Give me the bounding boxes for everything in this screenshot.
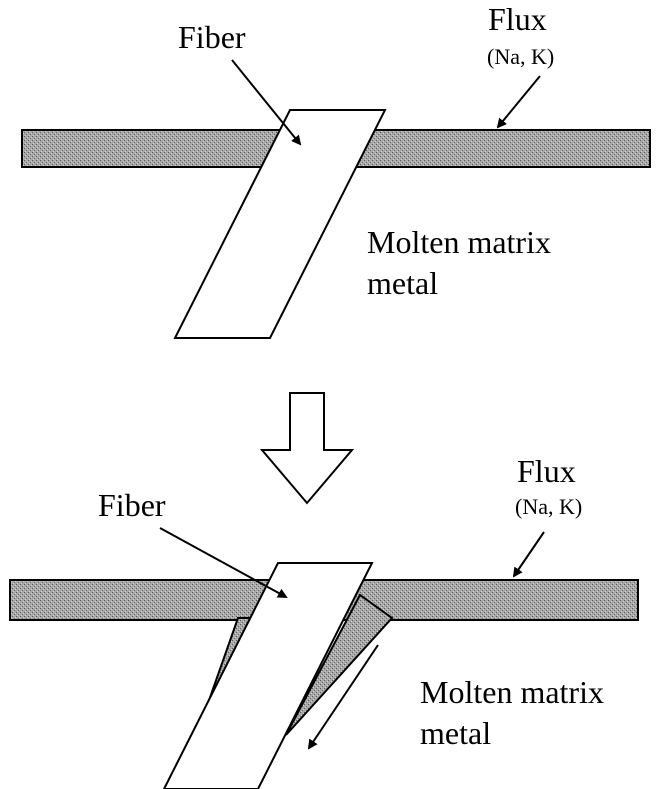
transition-down-arrow [259, 392, 355, 505]
slide-direction-arrow [307, 644, 379, 750]
flux-pointer-arrow [496, 75, 541, 129]
flux-pointer-arrow [512, 531, 545, 578]
flux-label: Flux [517, 453, 576, 489]
fiber-pointer-arrow [159, 527, 288, 598]
matrix-label-line1: Molten matrix [420, 674, 604, 710]
bottom-panel: Fiber Flux (Na, K) Molten matrix metal [9, 453, 639, 789]
fiber-pointer-arrow [231, 59, 302, 146]
top-panel: Fiber Flux (Na, K) Molten matrix metal [21, 1, 651, 339]
fiber [173, 109, 387, 339]
fiber-label: Fiber [178, 19, 246, 55]
matrix-label-line1: Molten matrix [367, 224, 551, 260]
fiber-label: Fiber [98, 487, 166, 523]
flux-elements-label: (Na, K) [487, 44, 554, 69]
matrix-label-line2: metal [420, 715, 491, 751]
flux-label: Flux [488, 1, 547, 37]
fiber [162, 562, 374, 789]
flux-elements-label: (Na, K) [515, 494, 582, 519]
matrix-label-line2: metal [367, 265, 438, 301]
flux-wedge-right [285, 593, 394, 736]
